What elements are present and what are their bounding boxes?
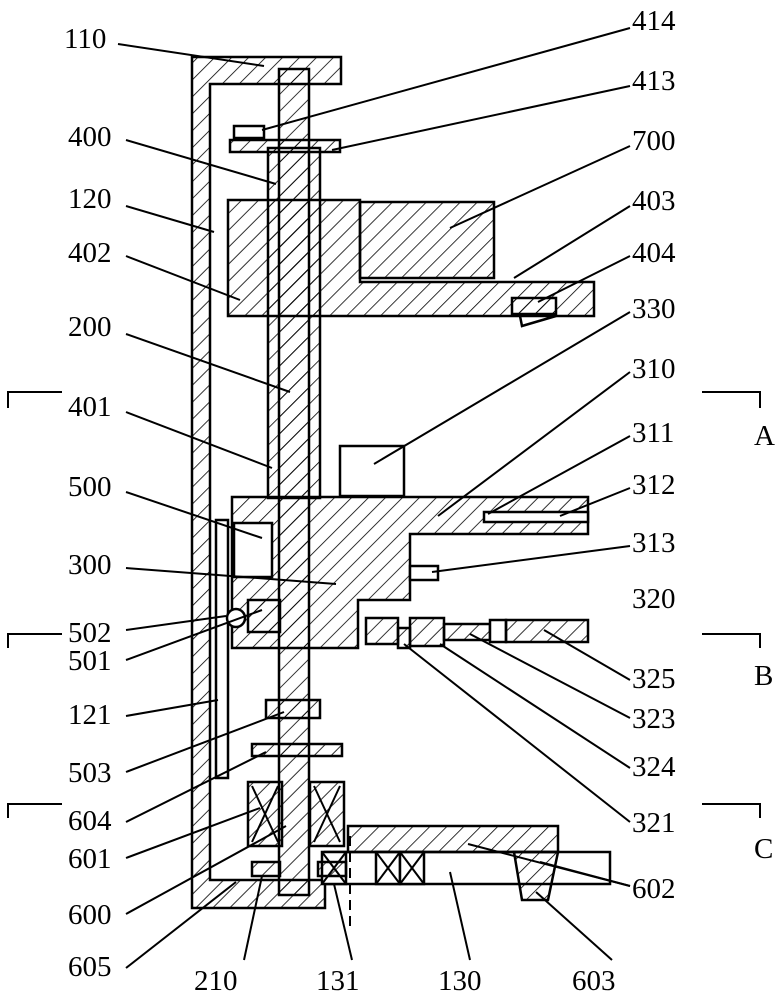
label-602: 602: [632, 873, 676, 905]
label-500: 500: [68, 471, 112, 503]
label-413: 413: [632, 65, 676, 97]
label-330: 330: [632, 293, 676, 325]
label-323: 323: [632, 703, 676, 735]
label-404: 404: [632, 237, 676, 269]
base-slide: [346, 824, 560, 902]
label-601: 601: [68, 843, 112, 875]
label-324: 324: [632, 751, 676, 783]
lead-screw: [246, 67, 348, 897]
label-503: 503: [68, 757, 112, 789]
label-401: 401: [68, 391, 112, 423]
label-210: 210: [194, 965, 238, 997]
label-403: 403: [632, 185, 676, 217]
label-400: 400: [68, 121, 112, 153]
label-325: 325: [632, 663, 676, 695]
lower-carriage: [225, 444, 590, 650]
wall-plate-121: [214, 518, 230, 780]
label-700: 700: [632, 125, 676, 157]
label-605: 605: [68, 951, 112, 983]
section-label-b: B: [754, 660, 773, 692]
label-501: 501: [68, 645, 112, 677]
label-603: 603: [572, 965, 616, 997]
label-320: 320: [632, 583, 676, 615]
label-121: 121: [68, 699, 112, 731]
label-600: 600: [68, 899, 112, 931]
clamp-assembly: [364, 616, 590, 650]
frame-top-plate: [190, 55, 343, 910]
label-311: 311: [632, 417, 674, 449]
label-300: 300: [68, 549, 112, 581]
label-120: 120: [68, 183, 112, 215]
reference-numerals: 110 414 413 400 700 120 403 402 404 330 …: [64, 5, 676, 997]
label-313: 313: [632, 527, 676, 559]
label-312: 312: [632, 469, 676, 501]
label-321: 321: [632, 807, 676, 839]
label-502: 502: [68, 617, 112, 649]
label-131: 131: [316, 965, 360, 997]
section-label-a: A: [754, 420, 775, 452]
label-110: 110: [64, 23, 106, 55]
label-130: 130: [438, 965, 482, 997]
label-604: 604: [68, 805, 112, 837]
section-label-c: C: [754, 833, 773, 865]
label-414: 414: [632, 5, 676, 37]
label-200: 200: [68, 311, 112, 343]
frame: [190, 55, 612, 930]
label-310: 310: [632, 353, 676, 385]
label-402: 402: [68, 237, 112, 269]
frame-base-rail: [323, 850, 612, 886]
section-markers: A B C: [7, 391, 775, 865]
leader-lines: [117, 27, 631, 969]
